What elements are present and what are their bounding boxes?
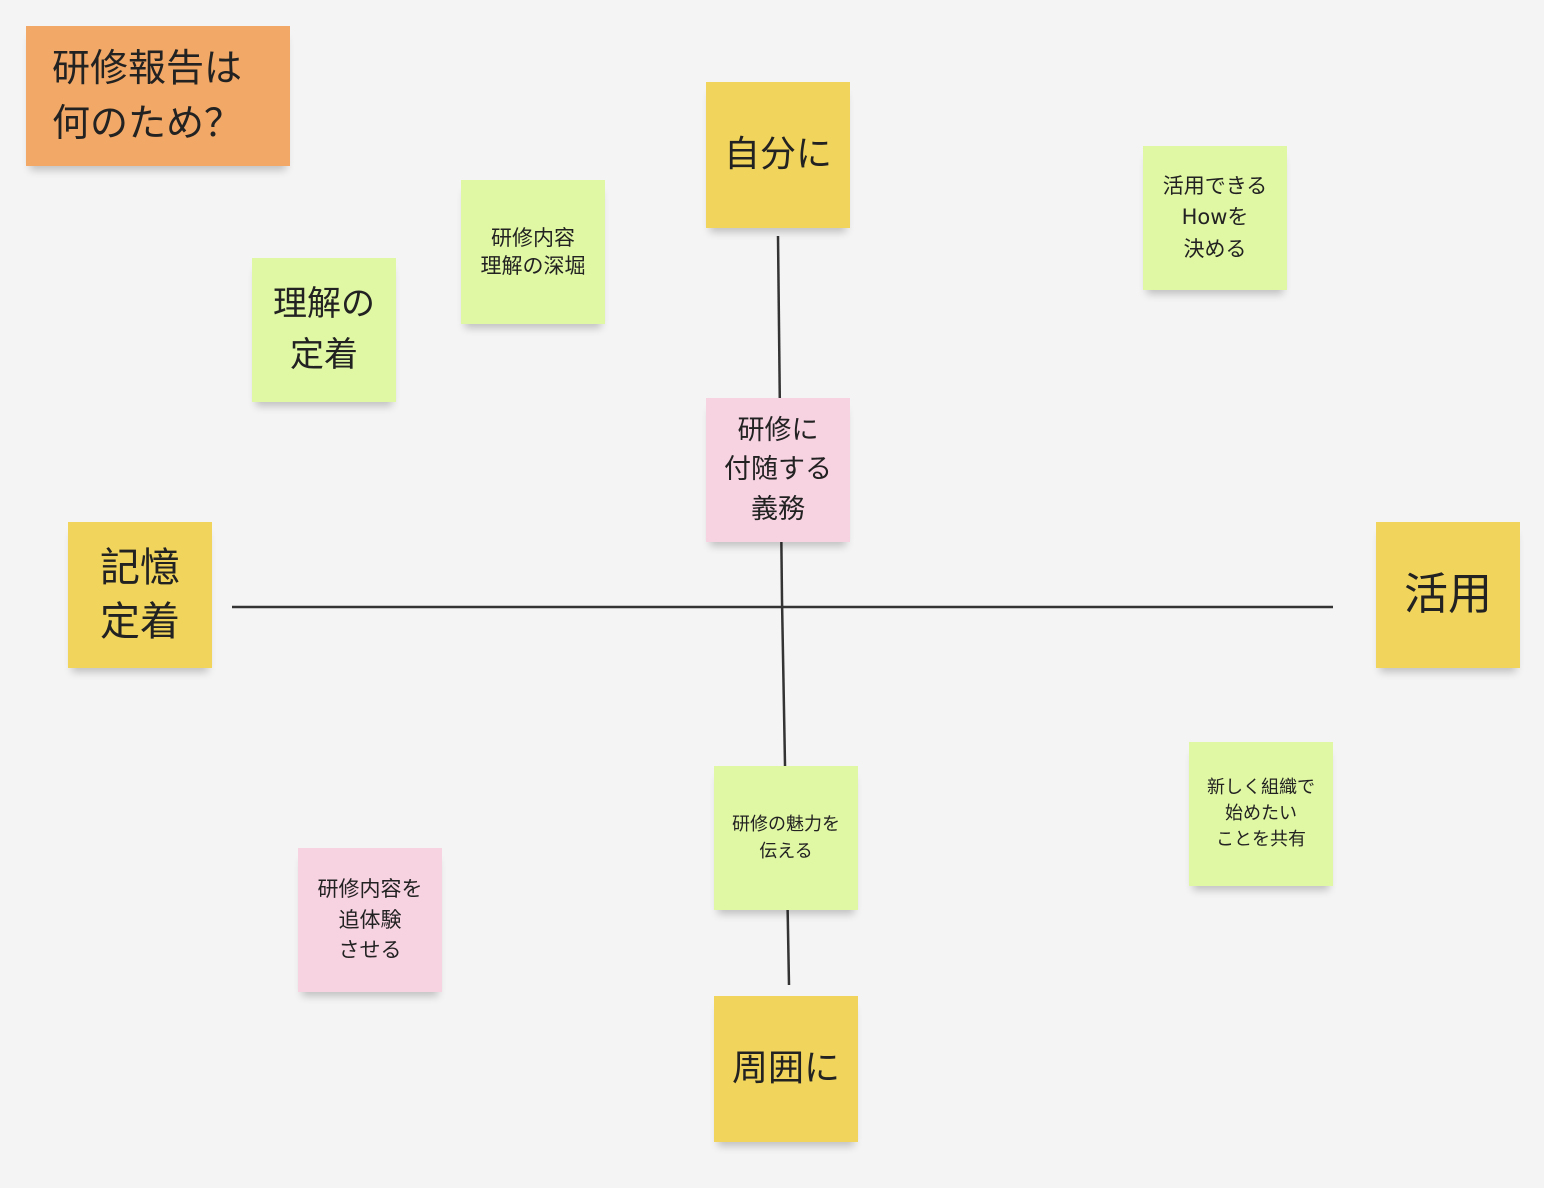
axis-label-left-note[interactable]: 記憶 定着 [68, 522, 212, 668]
sticky-note-text: 理解の 定着 [273, 284, 375, 375]
sticky-note-appeal[interactable]: 研修の魅力を 伝える [714, 766, 858, 910]
axis-label-bottom: 周囲に [731, 1047, 840, 1089]
sticky-note-share-new[interactable]: 新しく組織で 始めたい ことを共有 [1189, 742, 1333, 886]
axis-label-right: 活用 [1404, 569, 1492, 621]
sticky-note-obligation[interactable]: 研修に 付随する 義務 [706, 398, 850, 542]
sticky-note-text: 研修内容を 追体験 させる [317, 877, 423, 963]
axis-label-top-note[interactable]: 自分に [706, 82, 850, 228]
sticky-note-understanding[interactable]: 理解の 定着 [252, 258, 396, 402]
sticky-note-text: 研修内容 理解の深堀 [480, 225, 586, 278]
axis-label-left: 記憶 定着 [100, 545, 180, 645]
sticky-note-re-experience[interactable]: 研修内容を 追体験 させる [298, 848, 442, 992]
title-text: 研修報告は 何のため？ [52, 45, 243, 145]
sticky-note-text: 活用できる Howを 決める [1162, 173, 1268, 261]
sticky-note-text: 新しく組織で 始めたい ことを共有 [1207, 776, 1315, 851]
axis-label-right-note[interactable]: 活用 [1376, 522, 1520, 668]
sticky-note-deep-dive[interactable]: 研修内容 理解の深堀 [461, 180, 605, 324]
sticky-note-how-to-apply[interactable]: 活用できる Howを 決める [1143, 146, 1287, 290]
sticky-note-text: 研修の魅力を 伝える [732, 814, 840, 862]
axis-label-top: 自分に [723, 133, 832, 175]
axis-label-bottom-note[interactable]: 周囲に [714, 996, 858, 1142]
sticky-note-text: 研修に 付随する 義務 [724, 415, 832, 525]
title-sticky-note[interactable]: 研修報告は 何のため？ [26, 26, 290, 166]
